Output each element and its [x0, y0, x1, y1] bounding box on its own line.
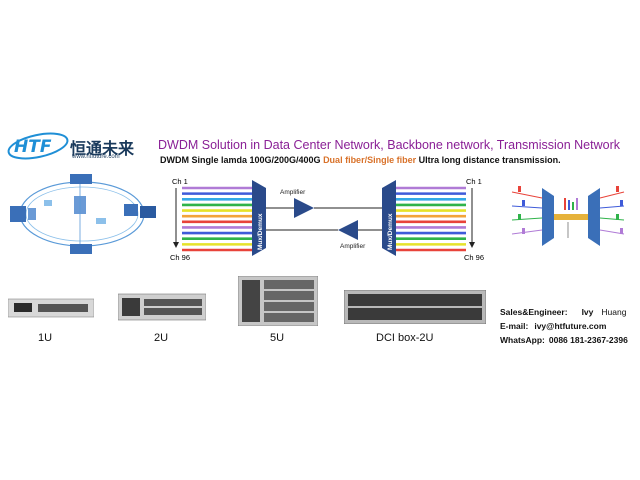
left-ch-top-label: Ch 1: [172, 177, 188, 186]
amplifier-bottom-label: Amplifier: [340, 243, 366, 250]
contact-email-line: E-mail: ivy@htfuture.com: [500, 321, 606, 331]
left-mux-demux: [252, 180, 266, 256]
logo-url: www.htfuture.com: [72, 154, 120, 160]
amplifier-top-label: Amplifier: [280, 189, 306, 196]
device-2u-image: [118, 293, 206, 321]
ring-node-right: [124, 204, 138, 216]
network-ring-diagram: [10, 174, 156, 254]
page-title: DWDM Solution in Data Center Network, Ba…: [158, 138, 620, 152]
ring-node-left: [10, 206, 26, 222]
subtitle-part1: DWDM Single lamda 100G/200G/400G: [160, 155, 324, 165]
device-dci-box-image: [344, 290, 486, 324]
subtitle-highlight: Dual fiber/Single fiber: [323, 155, 417, 165]
email-label: E-mail:: [500, 321, 529, 331]
right-arrow-head: [469, 242, 475, 248]
amplifier-bottom-icon: [338, 220, 358, 240]
composite-signal-fiber: [554, 214, 588, 220]
amplifier-top-icon: [294, 198, 314, 218]
logo-mark-text: HTF: [14, 137, 52, 157]
contact-first-name: Ivy: [581, 307, 594, 317]
device-1u-image: [8, 298, 94, 318]
subtitle-part2: Ultra long distance transmission.: [416, 155, 561, 165]
sales-engineer-label: Sales&Engineer:: [500, 307, 568, 317]
whatsapp-number[interactable]: 0086 181-2367-2396: [548, 335, 628, 345]
right-mux-demux: [382, 180, 396, 256]
contact-whatsapp-line: WhatsApp:0086 181-2367-2396: [500, 335, 628, 345]
left-fiber-lines: [182, 186, 253, 252]
email-address[interactable]: ivy@htfuture.com: [534, 321, 607, 331]
logo-chinese-name: 恒通未来: [70, 139, 135, 158]
device-1u-label: 1U: [38, 332, 53, 344]
wavelength-spectrum-diagram: [511, 186, 625, 246]
device-2u-label: 2U: [154, 332, 169, 344]
left-mux-label: Mux/Demux: [257, 213, 264, 250]
contact-sales-line: Sales&Engineer: Ivy Huang: [500, 307, 626, 317]
left-arrow-head: [173, 242, 179, 248]
company-logo: HTF: [6, 126, 146, 166]
dwdm-mux-diagram: Ch 1 Ch 96 Ch 1 Ch 96 Mux/Demux Mux/Demu…: [170, 177, 484, 262]
htf-logo-mark: HTF: [7, 132, 69, 160]
left-ch-bottom-label: Ch 96: [170, 253, 190, 262]
contact-last-name: Huang: [601, 307, 627, 317]
spectrum-mux-left: [542, 188, 554, 246]
spectrum-mux-right: [588, 188, 600, 246]
device-5u-label: 5U: [270, 332, 285, 344]
device-dci-box-label: DCI box-2U: [376, 332, 434, 344]
whatsapp-label: WhatsApp:: [500, 335, 545, 345]
right-ch-top-label: Ch 1: [466, 177, 482, 186]
right-mux-label: Mux/Demux: [387, 213, 394, 250]
ring-node-top: [70, 174, 92, 184]
ring-node-bottom: [70, 244, 92, 254]
device-5u-image: [238, 276, 318, 326]
right-fiber-lines: [395, 186, 466, 252]
right-ch-bottom-label: Ch 96: [464, 253, 484, 262]
page-subtitle: DWDM Single lamda 100G/200G/400G Dual fi…: [160, 155, 561, 165]
